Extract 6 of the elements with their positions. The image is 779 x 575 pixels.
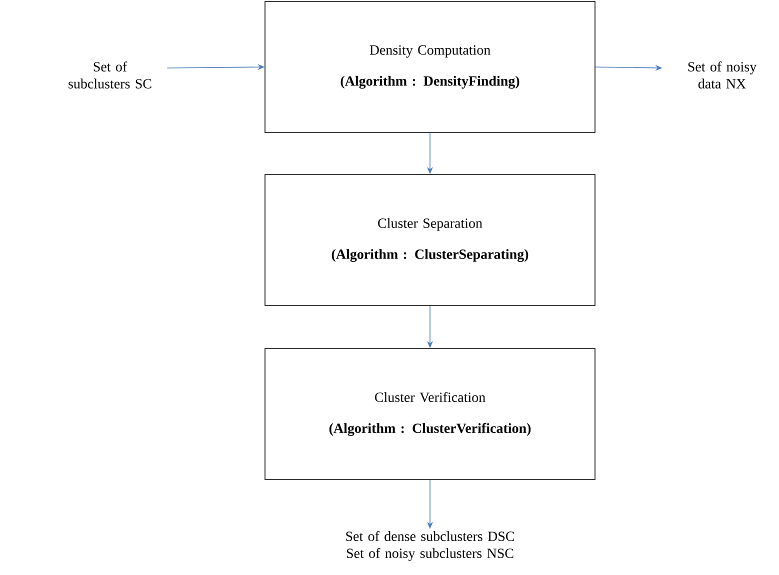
text-label: Set of dense subclusters DSC Set of noisy subclusters NSC xyxy=(346,531,514,561)
process-box: Cluster Separation (Algorithm : ClusterSeparating) xyxy=(264,174,596,306)
text-label: Set of noisy data NX xyxy=(688,61,757,88)
text-label: Set of subclusters SC xyxy=(68,61,152,88)
process-box: Cluster Verification (Algorithm : ClusterVerification) xyxy=(264,348,596,480)
process-box: Density Computation (Algorithm : DensityFinding) xyxy=(264,1,596,133)
